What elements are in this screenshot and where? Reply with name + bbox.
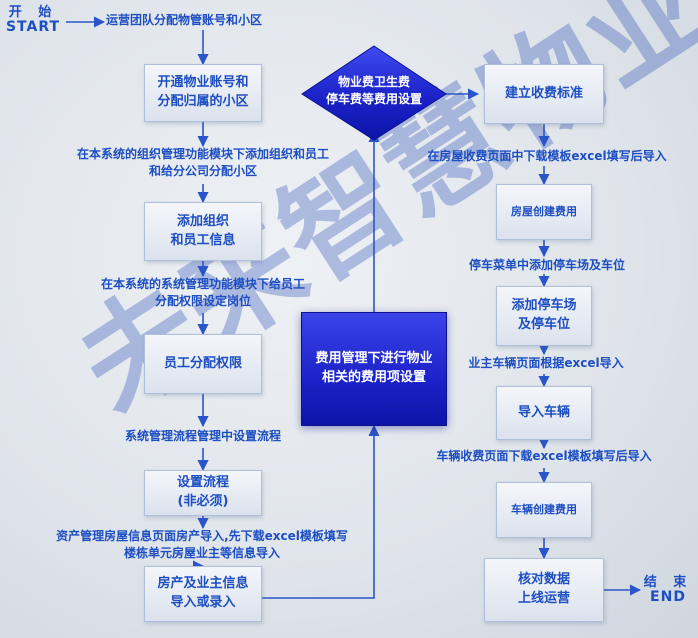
import-box: 房产及业主信息 导入或录入 — [144, 566, 262, 622]
vehicle-import-box: 导入车辆 — [496, 386, 592, 440]
open-account-box: 开通物业账号和 分配归属的小区 — [144, 64, 262, 122]
house-fee-box: 房屋创建费用 — [496, 184, 592, 240]
flow-box: 设置流程 (非必须) — [144, 470, 262, 516]
fee-diamond-label: 物业费卫生费 停车费等费用设置 — [325, 75, 422, 107]
org-module-label: 在本系统的组织管理功能模块下添加组织和员工 和给分公司分配小区 — [76, 147, 329, 179]
perm-module-label: 在本系统的系统管理功能模块下给员工 分配权限设定岗位 — [100, 277, 305, 309]
vehicle-import-label: 业主车辆页面根据excel导入 — [468, 356, 624, 370]
import-module-label: 资产管理房屋信息页面房产导入,先下载excel模板填写 楼栋单元房屋业主等信息导… — [56, 529, 348, 561]
start-label-en: START — [5, 19, 61, 36]
arrow-to-fee-settings — [262, 424, 380, 599]
perm-box: 员工分配权限 — [144, 334, 262, 394]
vehicle-template-label: 车辆收费页面下载excel模板填写后导入 — [436, 449, 652, 463]
parking-label: 停车菜单中添加停车场及车位 — [468, 258, 625, 272]
flow-module-label: 系统管理流程管理中设置流程 — [124, 429, 281, 443]
verify-box: 核对数据 上线运营 — [484, 558, 604, 622]
end-label-en: END — [650, 589, 686, 606]
add-org-box: 添加组织 和员工信息 — [144, 202, 262, 261]
end-terminal: 结 束 END — [640, 575, 696, 606]
fee-settings-box: 费用管理下进行物业 相关的费用项设置 — [301, 312, 447, 426]
assign-account-label: 运营团队分配物管账号和小区 — [106, 13, 263, 27]
end-label-cn: 结 束 — [643, 575, 693, 590]
start-label-cn: 开 始 — [8, 5, 58, 20]
house-template-label: 在房屋收费页面中下载模板excel填写后导入 — [427, 149, 667, 163]
vehicle-fee-box: 车辆创建费用 — [496, 482, 592, 538]
parking-box: 添加停车场 及停车位 — [496, 286, 592, 346]
standard-box: 建立收费标准 — [484, 64, 604, 124]
start-terminal: 开 始 START — [4, 5, 62, 36]
